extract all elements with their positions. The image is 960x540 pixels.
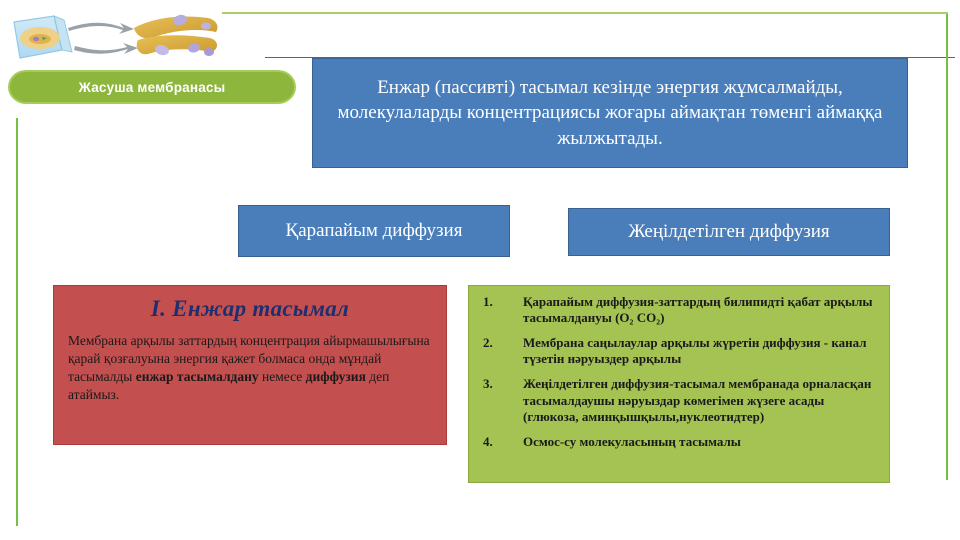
list-item-number: 1.	[483, 294, 493, 309]
top-divider-rule	[222, 12, 948, 14]
definition-term-diffusion: диффузия	[305, 368, 366, 384]
header-underline-rule	[265, 57, 955, 58]
list-item: 1. Қарапайым диффузия-заттардың билипидт…	[477, 294, 879, 326]
list-item-number: 2.	[483, 335, 493, 351]
definition-text-middle: немесе	[258, 368, 306, 384]
facilitated-diffusion-box[interactable]: Жеңілдетілген диффузия	[568, 208, 890, 256]
list-item-text: Жеңілдетілген диффузия-тасымал мембранад…	[523, 376, 872, 424]
definition-text-prefix: Мембрана арқылы заттардың концентрация а…	[68, 333, 430, 384]
list-item-text: Қарапайым диффузия-заттардың билипидті қ…	[523, 294, 873, 326]
membrane-title-pill: Жасуша мембранасы	[8, 70, 296, 104]
passive-transport-header-text: Енжар (пассивті) тасымал кезінде энергия…	[337, 76, 883, 149]
passive-transport-definition-panel: I. Енжар тасымал Мембрана арқылы заттард…	[53, 285, 447, 445]
definition-panel-body: Мембрана арқылы заттардың концентрация а…	[68, 332, 432, 404]
transport-types-list-panel: 1. Қарапайым диффузия-заттардың билипидт…	[468, 285, 890, 483]
passive-transport-header-box: Енжар (пассивті) тасымал кезінде энергия…	[312, 58, 908, 168]
definition-text-suffix: деп атаймыз.	[68, 368, 390, 402]
membrane-title-label: Жасуша мембранасы	[78, 79, 226, 95]
list-item-number: 4.	[483, 433, 493, 449]
list-item-number: 3.	[483, 376, 493, 392]
facilitated-diffusion-label: Жеңілдетілген диффузия	[628, 220, 830, 242]
list-item: 4. Осмос-су молекуласының тасымалы	[477, 434, 879, 450]
simple-diffusion-label: Қарапайым диффузия	[285, 219, 463, 241]
list-item: 2. Мембрана саңылаулар арқылы жүретін ди…	[477, 335, 879, 367]
right-vertical-rule	[946, 14, 948, 480]
list-item-text: Осмос-су молекуласының тасымалы	[523, 433, 741, 449]
list-item-text: Мембрана саңылаулар арқылы жүретін диффу…	[523, 335, 867, 367]
left-vertical-rule	[16, 118, 18, 526]
definition-panel-title: I. Енжар тасымал	[150, 296, 350, 321]
transport-types-list: 1. Қарапайым диффузия-заттардың билипидт…	[477, 294, 879, 450]
list-item: 3. Жеңілдетілген диффузия-тасымал мембра…	[477, 376, 879, 424]
cell-membrane-transport-icon	[13, 14, 218, 59]
definition-term-passive-transport: енжар тасымалдану	[135, 368, 259, 384]
simple-diffusion-box[interactable]: Қарапайым диффузия	[238, 205, 510, 257]
